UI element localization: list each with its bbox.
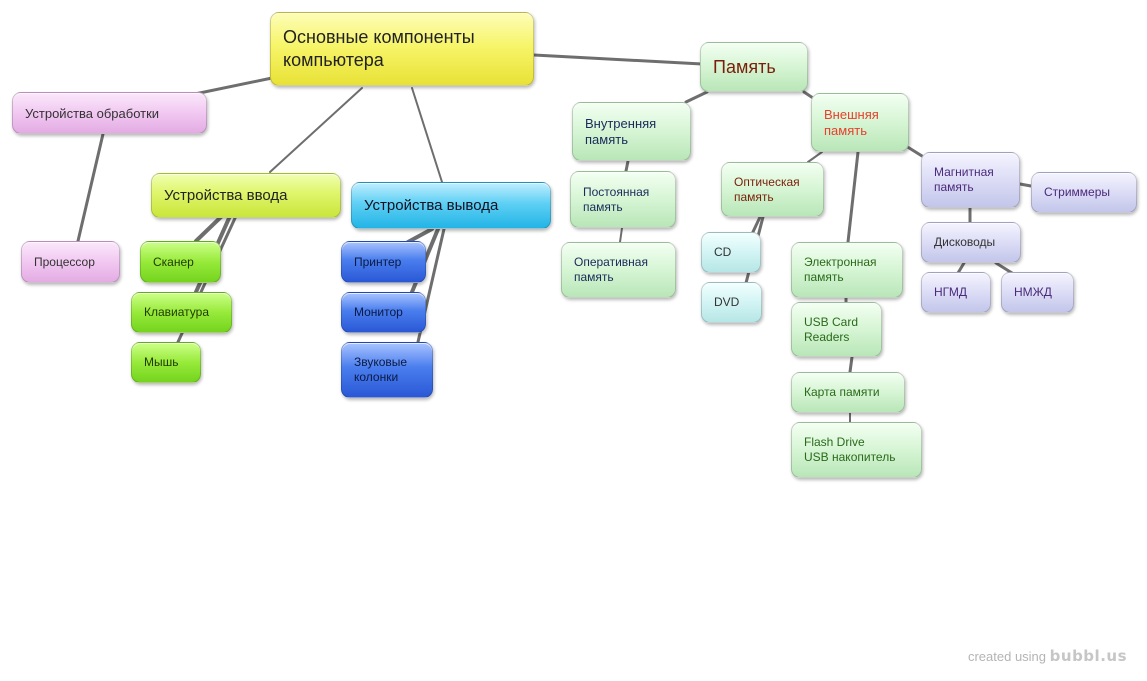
connector-root-input	[269, 87, 363, 173]
node-memcard[interactable]: Карта памяти	[791, 372, 905, 413]
node-keyboard[interactable]: Клавиатура	[131, 292, 232, 333]
node-optical[interactable]: Оптическая память	[721, 162, 824, 217]
connector-processing-processor	[76, 132, 105, 243]
node-monitor[interactable]: Монитор	[341, 292, 426, 333]
node-magnetic[interactable]: Магнитная память	[921, 152, 1020, 208]
node-cd[interactable]: CD	[701, 232, 761, 273]
connector-root-output	[411, 87, 443, 183]
connector-diskdrives-nmzhd	[994, 261, 1014, 275]
node-speakers[interactable]: Звуковые колонки	[341, 342, 433, 398]
node-electronic[interactable]: Электронная память	[791, 242, 903, 298]
node-input[interactable]: Устройства ввода	[151, 173, 341, 218]
node-output[interactable]: Устройства вывода	[351, 182, 551, 229]
connector-external-magnetic	[904, 144, 924, 158]
node-usb-reader[interactable]: USB Card Readers	[791, 302, 882, 357]
node-nmzhd[interactable]: НМЖД	[1001, 272, 1074, 313]
connector-internal-rom	[624, 159, 630, 173]
node-memory[interactable]: Память	[700, 42, 808, 92]
connector-memory-internal	[684, 90, 709, 104]
node-streamers[interactable]: Стриммеры	[1031, 172, 1137, 213]
connector-input-scanner	[194, 214, 224, 243]
connector-root-processing	[188, 76, 274, 97]
node-printer[interactable]: Принтер	[341, 241, 426, 283]
connector-diskdrives-ngmd	[956, 261, 966, 275]
node-mouse[interactable]: Мышь	[131, 342, 201, 383]
node-dvd[interactable]: DVD	[701, 282, 762, 323]
node-processor[interactable]: Процессор	[21, 241, 120, 283]
node-ngmd[interactable]: НГМД	[921, 272, 991, 313]
connector-external-optical	[807, 151, 823, 163]
connector-magnetic-streamers	[1018, 182, 1033, 188]
node-disk-drives[interactable]: Дисководы	[921, 222, 1021, 263]
node-rom[interactable]: Постоянная память	[570, 171, 676, 228]
connector-optical-cd	[750, 215, 762, 236]
node-flash[interactable]: Flash Drive USB накопитель	[791, 422, 922, 478]
node-root[interactable]: Основные компоненты компьютера	[270, 12, 534, 86]
node-ram[interactable]: Оперативная память	[561, 242, 676, 298]
connector-external-electronic	[846, 150, 860, 244]
node-external[interactable]: Внешняя память	[811, 93, 909, 152]
connector-rom-ram	[619, 227, 623, 243]
connector-usbreader-memcard	[848, 355, 854, 374]
watermark: created using bubbl.us	[967, 647, 1127, 665]
node-internal[interactable]: Внутренняя память	[572, 102, 691, 161]
node-processing[interactable]: Устройства обработки	[12, 92, 207, 134]
node-scanner[interactable]: Сканер	[140, 241, 221, 283]
connector-output-printer	[406, 227, 434, 244]
connector-root-memory	[532, 53, 704, 66]
